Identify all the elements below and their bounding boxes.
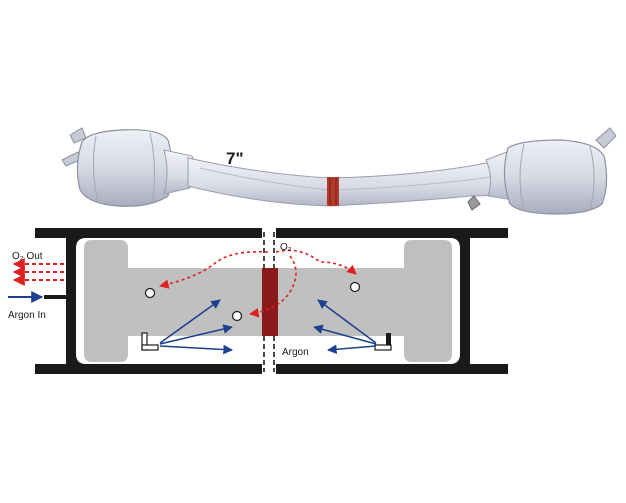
argon-inlet-tube [44, 295, 76, 299]
weld-zone [262, 268, 278, 336]
argon-flow-right [313, 299, 377, 355]
o2-label: O₂ [280, 242, 292, 253]
argon-label: Argon [282, 347, 309, 358]
left-canister-seam-2 [149, 132, 156, 205]
o2-out-label: O₂ Out [12, 251, 43, 262]
length-label: 7" [226, 149, 244, 168]
nozzle-left [141, 332, 159, 351]
argon-in-label: Argon In [8, 310, 46, 321]
o2-out-arrows [12, 258, 64, 286]
nozzle-right [374, 333, 392, 351]
vent-hole-left [144, 287, 156, 299]
left-canister-seam [92, 135, 99, 203]
left-canister [76, 129, 173, 207]
right-pipe-wall [276, 228, 508, 374]
left-purge-chamber [84, 240, 262, 362]
o2-flow-curves [159, 249, 357, 318]
right-clip [467, 195, 481, 211]
right-purge-chamber [276, 240, 452, 362]
right-canister-seam [519, 143, 525, 211]
purge-bladder-photo: 7" [61, 127, 617, 215]
right-canister-seam-2 [589, 145, 595, 211]
right-tether-tab [595, 127, 617, 149]
cross-section-diagram: O₂ Out Argon In O₂ Argon [8, 228, 508, 374]
weld-band [327, 177, 339, 206]
vent-hole-center [231, 310, 243, 322]
vent-hole-right [349, 281, 361, 293]
right-canister [503, 139, 608, 215]
argon-flow-left [159, 299, 233, 355]
